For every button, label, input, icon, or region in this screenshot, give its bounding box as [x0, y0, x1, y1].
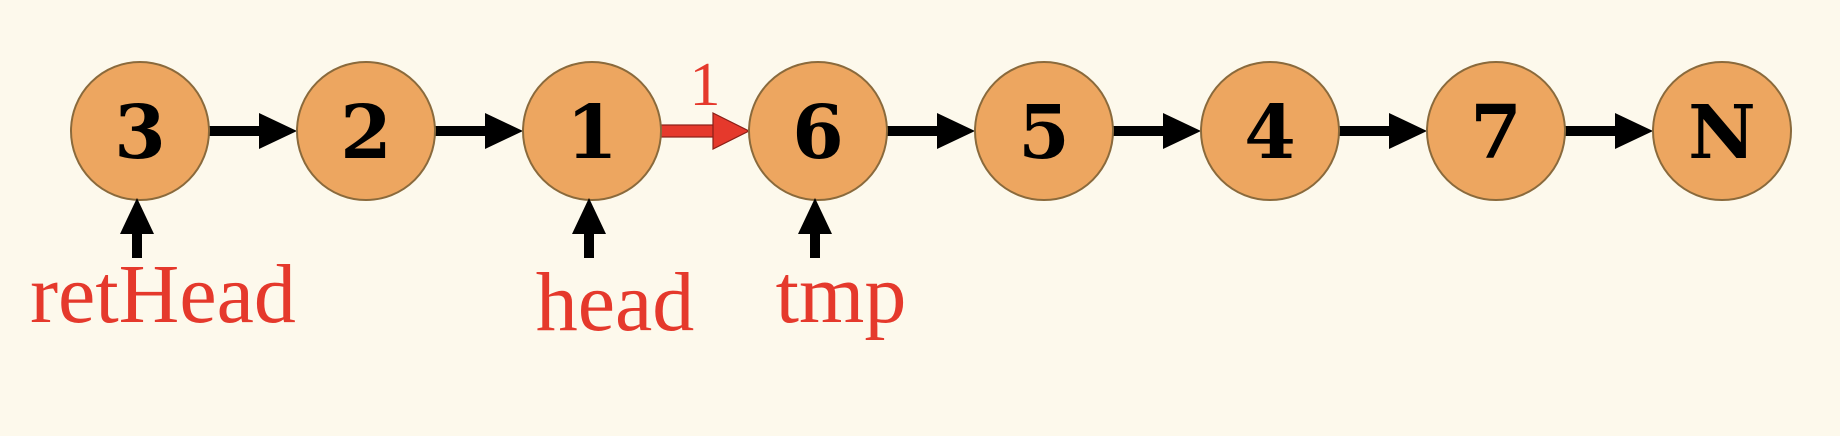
node-circle	[1426, 61, 1566, 201]
link-arrow-1	[209, 113, 297, 149]
list-node-N: N	[1652, 61, 1792, 201]
list-node-4: 4	[1200, 61, 1340, 201]
link-arrow-5	[1113, 113, 1201, 149]
step-number-label: 1	[690, 51, 721, 119]
node-circle	[974, 61, 1114, 201]
links-layer: 1	[209, 51, 1653, 150]
pointer-tmp: tmp	[776, 198, 907, 341]
node-circle	[1652, 61, 1792, 201]
list-node-2: 2	[296, 61, 436, 201]
node-value: 6	[792, 90, 844, 176]
list-node-6: 6	[748, 61, 888, 201]
link-arrow-2	[435, 113, 523, 149]
pointer-label: head	[536, 256, 695, 349]
node-value: 3	[114, 90, 166, 176]
node-value: 5	[1018, 90, 1070, 176]
list-node-7: 7	[1426, 61, 1566, 201]
link-arrow-7	[1565, 113, 1653, 149]
node-circle	[1200, 61, 1340, 201]
list-node-1: 1	[522, 61, 662, 201]
node-value: 1	[566, 90, 618, 176]
node-value: 7	[1470, 90, 1522, 176]
pointer-label: tmp	[776, 248, 907, 341]
nodes-layer: 3 2 1 6 5 4 7 N	[70, 61, 1792, 201]
node-value: 2	[340, 90, 392, 176]
node-value: N	[1688, 90, 1756, 176]
node-circle	[296, 61, 436, 201]
node-circle	[522, 61, 662, 201]
pointer-retHead: retHead	[30, 198, 296, 341]
node-circle	[70, 61, 210, 201]
link-arrow-4	[887, 113, 975, 149]
pointer-label: retHead	[30, 248, 296, 341]
list-node-3: 3	[70, 61, 210, 201]
node-circle	[748, 61, 888, 201]
node-value: 4	[1244, 90, 1296, 176]
link-arrow-6	[1339, 113, 1427, 149]
pointer-head: head	[536, 198, 695, 349]
link-arrow-3: 1	[660, 51, 751, 150]
list-node-5: 5	[974, 61, 1114, 201]
